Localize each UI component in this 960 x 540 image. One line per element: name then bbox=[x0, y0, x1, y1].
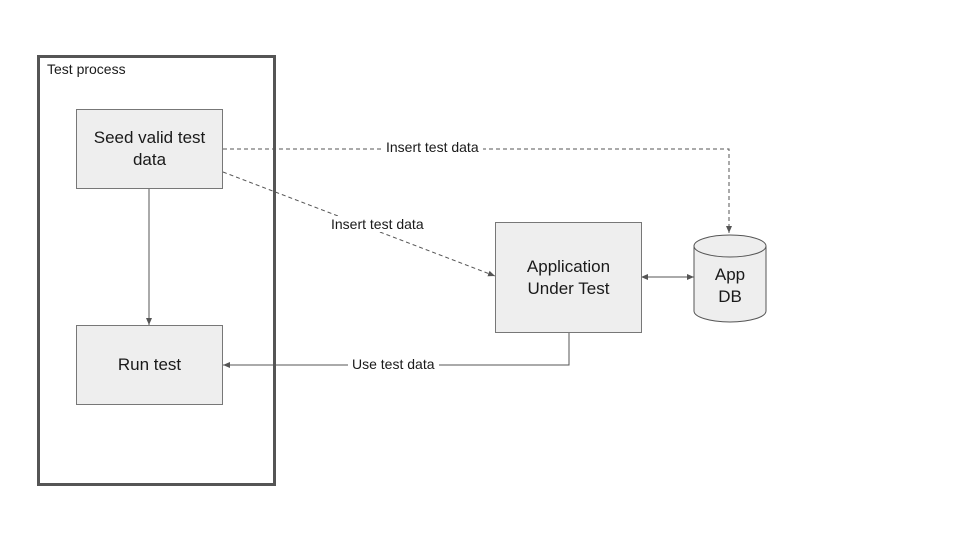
test-process-frame bbox=[37, 55, 276, 486]
insert-test-data-app-label: Insert test data bbox=[327, 216, 428, 232]
test-process-label: Test process bbox=[47, 61, 126, 77]
run-test-node: Run test bbox=[76, 325, 223, 405]
seed-test-data-node: Seed valid test data bbox=[76, 109, 223, 189]
app-db-label: App DB bbox=[714, 265, 746, 306]
application-under-test-node: Application Under Test bbox=[495, 222, 642, 333]
edge-app-to-run bbox=[223, 333, 570, 368]
use-test-data-label: Use test data bbox=[348, 356, 439, 372]
db-cylinder bbox=[693, 234, 767, 323]
edge-seed-to-db bbox=[223, 148, 732, 233]
insert-test-data-db-label: Insert test data bbox=[382, 139, 483, 155]
